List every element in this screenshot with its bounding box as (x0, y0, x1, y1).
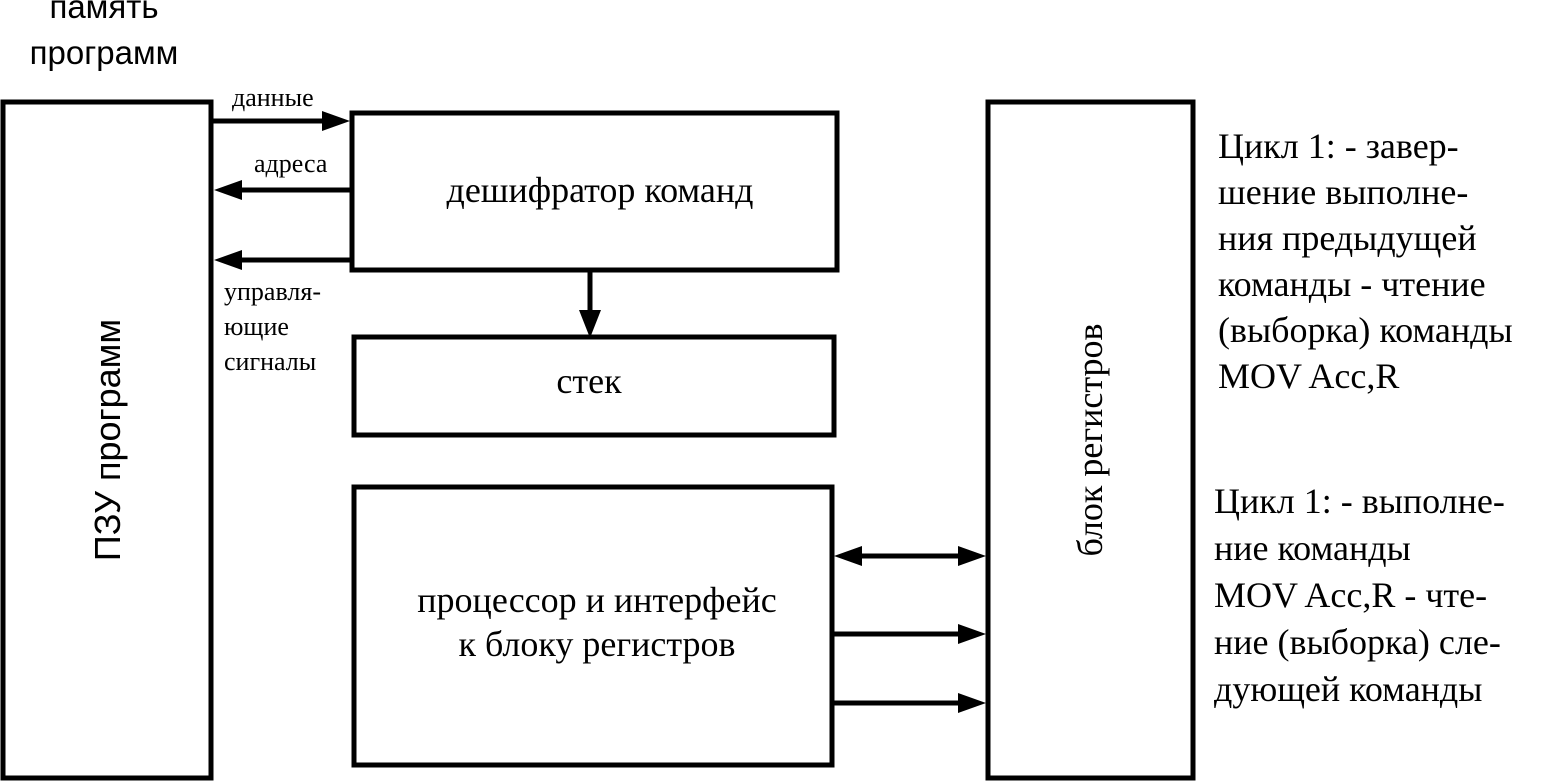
processor-register-arrow-3-head (958, 693, 986, 713)
rom-block (0, 99, 214, 781)
processor-label-line-2: к блоку регистров (458, 624, 735, 664)
cycle-a-note-line-5: (выборка) команды (1218, 310, 1513, 350)
cycle-b-note-line-2: ние команды (1214, 528, 1411, 568)
register-block (985, 99, 1196, 781)
data-arrow-head (322, 111, 350, 131)
memory-caption-line-1: память (49, 0, 158, 25)
control-signal-label-line-3: сигналы (224, 347, 316, 376)
rom-label: ПЗУ программ (87, 319, 128, 561)
cycle-a-note-line-6: MOV Acc,R (1218, 356, 1399, 396)
cycle-a-note-line-4: команды - чтение (1218, 264, 1486, 304)
control-signal-label-line-1: управля- (224, 277, 321, 306)
decoder-block (349, 110, 840, 273)
address-arrow-head (214, 180, 242, 200)
control-arrow-head (214, 250, 242, 270)
memory-caption-line-2: программ (30, 34, 179, 71)
stack-label: стек (556, 361, 622, 401)
register-label: блок регистров (1070, 323, 1110, 556)
cycle-a-note-line-1: Цикл 1: - завер- (1218, 126, 1459, 166)
address-signal-label: адреса (254, 149, 328, 178)
data-signal-label: данные (232, 83, 314, 112)
cycle-b-note-line-4: ние (выборка) сле- (1214, 622, 1501, 662)
decoder-label: дешифратор команд (447, 170, 754, 210)
cycle-a-note-line-3: ния предыдущей (1218, 218, 1477, 258)
processor-label-line-1: процессор и интерфейс (417, 580, 776, 620)
bidirectional-arrow-head-left (834, 546, 862, 566)
cycle-b-note-line-5: дующей команды (1214, 669, 1482, 709)
control-signal-label-line-2: ющие (224, 312, 289, 341)
cycle-b-note-line-3: MOV Acc,R - чте- (1214, 575, 1487, 615)
processor-block (351, 484, 835, 768)
stack-block (351, 334, 837, 438)
cycle-b-note-line-1: Цикл 1: - выполне- (1214, 481, 1505, 521)
cycle-a-note-line-2: шение выполне- (1218, 172, 1468, 212)
processor-register-arrow-2-head (958, 624, 986, 644)
bidirectional-arrow-head-right (958, 546, 986, 566)
decoder-stack-arrow-head (579, 310, 601, 338)
